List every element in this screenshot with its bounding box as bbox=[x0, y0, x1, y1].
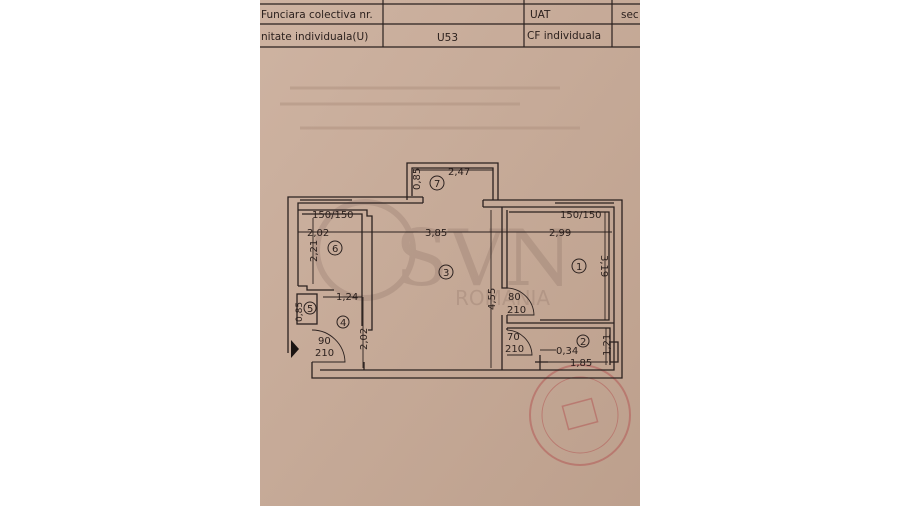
room1-door-height: 210 bbox=[507, 305, 526, 316]
window-left-label: 150/150 bbox=[312, 210, 354, 221]
room-1-label: 1 bbox=[576, 262, 582, 273]
stamp bbox=[529, 364, 631, 466]
dim-2-99: 2,99 bbox=[549, 228, 571, 239]
dim-0-34: 0,34 bbox=[556, 346, 578, 357]
watermark-sub: ROMANIA bbox=[455, 286, 550, 310]
door-swings bbox=[311, 287, 535, 363]
window-right-label: 150/150 bbox=[560, 210, 602, 221]
room-4-label: 4 bbox=[340, 318, 346, 329]
room-markers: 1 2 3 4 5 6 7 bbox=[303, 175, 590, 348]
dim-2-21: 2,21 bbox=[309, 240, 320, 262]
table-label-funciara: Funciara colectiva nr. bbox=[261, 9, 373, 21]
dim-2-02-h: 2,02 bbox=[307, 228, 329, 239]
paper-shading bbox=[260, 0, 640, 506]
watermark: SVN ROMANIA bbox=[314, 199, 573, 310]
dim-2-02-v: 2,02 bbox=[359, 328, 370, 350]
dim-1-21: 1,21 bbox=[602, 334, 613, 356]
dim-0-85-top: 0,85 bbox=[412, 168, 423, 190]
dim-2-47: 2,47 bbox=[448, 167, 470, 178]
dimension-lines bbox=[298, 169, 612, 368]
room2-door-icon bbox=[506, 329, 533, 356]
dim-3-19: 3,19 bbox=[598, 255, 609, 277]
dim-3-85: 3,85 bbox=[425, 228, 447, 239]
room1-door-width: 80 bbox=[508, 292, 521, 303]
dim-0-85-left: 0,85 bbox=[295, 302, 305, 322]
entry-door-height: 210 bbox=[315, 348, 334, 359]
header-table: Funciara colectiva nr. UAT sec nitate in… bbox=[260, 0, 640, 48]
room2-door-height: 210 bbox=[505, 344, 524, 355]
table-label-uat: UAT bbox=[530, 9, 551, 21]
table-value-uat: sec bbox=[621, 9, 639, 21]
door-labels: 90 210 80 210 70 210 bbox=[315, 292, 526, 359]
faded-text-lines bbox=[280, 86, 580, 130]
table-label-cf: CF individuala bbox=[527, 30, 601, 42]
watermark-brand: SVN bbox=[395, 214, 573, 304]
room-5-label: 5 bbox=[307, 304, 313, 315]
room1-door-icon bbox=[506, 287, 535, 316]
entry-door-width: 90 bbox=[318, 336, 331, 347]
walls bbox=[287, 162, 623, 379]
dim-4-55: 4,55 bbox=[487, 288, 498, 310]
table-value-unitate: U53 bbox=[437, 32, 458, 44]
room-7-label: 7 bbox=[434, 179, 440, 190]
table-label-unitate: nitate individuala(U) bbox=[261, 31, 368, 43]
room-6-label: 6 bbox=[332, 244, 338, 255]
entry-arrow-icon bbox=[291, 340, 299, 358]
room2-door-width: 70 bbox=[507, 332, 520, 343]
dimension-labels: 150/150 150/150 2,02 3,85 2,99 2,47 0,85… bbox=[295, 167, 613, 369]
dim-1-85: 1,85 bbox=[570, 358, 592, 369]
entry-door-icon bbox=[311, 329, 346, 363]
room-3-label: 3 bbox=[443, 268, 449, 279]
room-2-label: 2 bbox=[580, 337, 586, 348]
dim-1-24: 1,24 bbox=[336, 292, 358, 303]
